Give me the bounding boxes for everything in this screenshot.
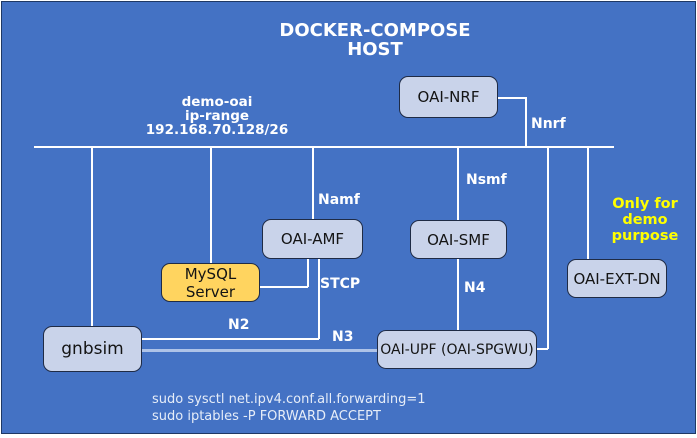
connector-bus-gnbsim	[91, 148, 93, 326]
connector-bus-extdn	[587, 148, 589, 259]
connector-upf-right-horizontal	[537, 348, 548, 350]
page-title: DOCKER-COMPOSE HOST	[235, 21, 515, 59]
node-oai-ext-dn: OAI-EXT-DN	[567, 259, 667, 298]
shell-commands: sudo sysctl net.ipv4.conf.all.forwarding…	[152, 391, 426, 425]
interface-label-n3: N3	[332, 329, 354, 345]
interface-label-stcp: STCP	[320, 276, 361, 292]
interface-label-n2: N2	[228, 317, 250, 333]
interface-label-n4: N4	[464, 280, 486, 296]
interface-label-nsmf: Nsmf	[466, 172, 507, 188]
note-line1: Only for	[612, 196, 678, 212]
connector-bus-upf-vertical	[547, 148, 549, 349]
demo-purpose-note: Only for demo purpose	[600, 196, 690, 244]
connector-amf-mysql-vertical	[307, 259, 309, 287]
note-line3: purpose	[611, 228, 679, 244]
node-gnbsim-label: gnbsim	[61, 339, 124, 359]
title-line1: DOCKER-COMPOSE	[279, 20, 471, 41]
connector-bus-smf-nsmf	[457, 148, 459, 220]
node-oai-upf: OAI-UPF (OAI-SPGWU)	[377, 330, 537, 369]
node-oai-amf-label: OAI-AMF	[280, 230, 345, 248]
connector-amf-mysql-horizontal	[260, 286, 308, 288]
node-oai-ext-dn-label: OAI-EXT-DN	[573, 269, 661, 288]
node-oai-amf: OAI-AMF	[262, 219, 363, 259]
node-oai-upf-label: OAI-UPF (OAI-SPGWU)	[380, 341, 534, 358]
node-oai-nrf-label: OAI-NRF	[417, 88, 480, 106]
node-gnbsim: gnbsim	[43, 326, 142, 372]
mysql-label-line2: Server	[185, 282, 236, 301]
interface-label-nnrf: Nnrf	[531, 116, 566, 132]
network-info-label: demo-oai ip-range 192.168.70.128/26	[142, 95, 292, 137]
network-bus-line	[34, 146, 614, 148]
connector-n3-horizontal	[142, 349, 377, 352]
network-range-label: ip-range	[184, 108, 250, 124]
connector-nrf-horizontal	[498, 97, 526, 99]
connector-bus-mysql	[210, 148, 212, 263]
interface-label-namf: Namf	[318, 192, 360, 208]
connector-nrf-vertical-nnrf	[525, 97, 527, 148]
connector-n2-horizontal	[142, 338, 319, 340]
node-oai-smf: OAI-SMF	[410, 220, 507, 259]
node-mysql-server-label: MySQL Server	[185, 265, 237, 301]
title-line2: HOST	[347, 39, 403, 60]
connector-smf-upf-n4	[457, 259, 459, 330]
command-iptables: sudo iptables -P FORWARD ACCEPT	[152, 409, 381, 424]
connector-bus-amf-namf	[312, 148, 314, 219]
node-oai-smf-label: OAI-SMF	[427, 230, 490, 249]
mysql-label-line1: MySQL	[184, 264, 237, 283]
node-mysql-server: MySQL Server	[161, 263, 260, 302]
network-cidr: 192.168.70.128/26	[145, 122, 289, 138]
command-sysctl: sudo sysctl net.ipv4.conf.all.forwarding…	[152, 392, 426, 407]
network-name: demo-oai	[181, 94, 253, 110]
connector-amf-n2-vertical	[318, 259, 320, 339]
note-line2: demo	[622, 212, 668, 228]
node-oai-nrf: OAI-NRF	[399, 76, 498, 118]
